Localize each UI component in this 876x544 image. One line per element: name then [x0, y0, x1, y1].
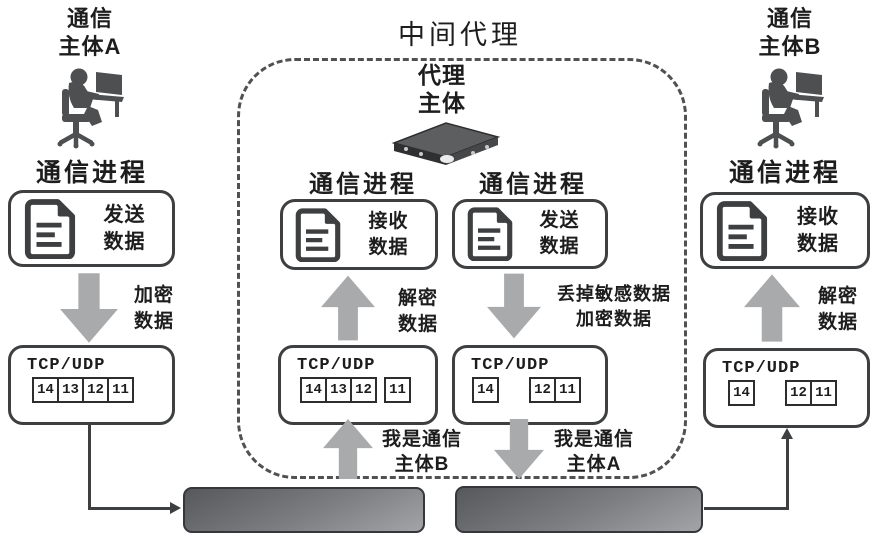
- left-action-label: 发送 数据: [77, 202, 172, 256]
- proxy-recv-tcp-label: TCP/UDP: [297, 356, 376, 375]
- proxy-subject-line2: 主体: [418, 90, 466, 116]
- proxy-subject-line1: 代理: [418, 62, 466, 88]
- packet: 14: [472, 377, 499, 403]
- document-icon: [467, 207, 513, 261]
- right-tcp-label: TCP/UDP: [722, 359, 801, 378]
- packet: 12: [82, 377, 109, 403]
- document-icon: [716, 200, 768, 261]
- right-connector-vertical: [786, 436, 789, 510]
- right-arrow-line1: 解密: [817, 286, 858, 307]
- channel-bar-right: [455, 486, 703, 533]
- left-packet-queue: 14 13 12 11: [32, 377, 172, 403]
- right-arrow-line2: 数据: [817, 312, 858, 333]
- proxy-recv-action-line1: 接收: [368, 210, 409, 232]
- packet: 11: [384, 377, 411, 403]
- proxy-send-tcp-box: TCP/UDP 14 12 11: [452, 345, 608, 425]
- packet: 11: [810, 380, 837, 406]
- proxy-dashed-boundary: [237, 58, 687, 479]
- left-action-line2: 数据: [103, 230, 146, 253]
- filter-encrypt-down-arrow: [487, 273, 541, 339]
- packet: 12: [350, 377, 377, 403]
- network-device-icon: [391, 122, 501, 165]
- packet: 14: [728, 380, 755, 406]
- packet: 13: [325, 377, 352, 403]
- left-process-title: 通信进程: [35, 159, 148, 187]
- packet: 14: [300, 377, 327, 403]
- left-connector-horizontal: [88, 507, 171, 510]
- channel-bar-left: [183, 487, 425, 533]
- right-action-line2: 数据: [797, 232, 839, 255]
- packet: 13: [57, 377, 84, 403]
- subject-a-line1: 通信: [66, 6, 113, 31]
- proxy-recv-process-box: 接收 数据: [280, 199, 438, 270]
- proxy-recv-packet-queue: 14 13 12 11: [300, 377, 435, 403]
- left-tcp-box: TCP/UDP 14 13 12 11: [8, 345, 175, 425]
- channel-msg-b-line1: 我是通信: [381, 429, 462, 450]
- channel-up-arrow: [323, 419, 373, 479]
- subject-b-line1: 通信: [766, 6, 813, 31]
- proxy-outer-title: 中间代理: [398, 20, 522, 50]
- left-connector-arrowhead-icon: [170, 502, 181, 514]
- person-at-computer-icon: [57, 68, 124, 149]
- right-arrow-label: 解密 数据: [802, 284, 874, 336]
- encrypt-down-arrow: [60, 273, 118, 343]
- left-tcp-label: TCP/UDP: [27, 356, 106, 375]
- document-icon: [295, 207, 341, 262]
- proxy-send-arrow-line2: 加密数据: [576, 309, 652, 329]
- proxy-recv-action-label: 接收 数据: [342, 209, 435, 261]
- proxy-recv-arrow-line1: 解密: [397, 288, 438, 309]
- proxy-send-tcp-label: TCP/UDP: [471, 356, 550, 375]
- proxy-recv-action-line2: 数据: [368, 236, 409, 258]
- packet: 11: [107, 377, 134, 403]
- channel-msg-a: 我是通信 主体A: [546, 427, 642, 477]
- left-process-box: 发送 数据: [8, 190, 175, 267]
- left-arrow-line2: 数据: [133, 311, 174, 332]
- left-connector-vertical: [88, 425, 91, 510]
- channel-msg-b-line2: 主体B: [394, 454, 450, 475]
- packet: 12: [785, 380, 812, 406]
- right-packet-queue: 14 12 11: [728, 380, 867, 406]
- subject-a-line2: 主体A: [58, 34, 122, 59]
- proxy-send-process-title: 通信进程: [479, 171, 587, 198]
- right-process-title: 通信进程: [728, 159, 841, 187]
- packet: 12: [529, 377, 556, 403]
- person-at-computer-icon: [757, 68, 824, 149]
- subject-b-title: 通信 主体B: [730, 5, 850, 61]
- decrypt-up-arrow: [744, 274, 800, 342]
- channel-msg-b: 我是通信 主体B: [374, 427, 470, 477]
- proxy-recv-process-title: 通信进程: [309, 171, 417, 198]
- channel-msg-a-line1: 我是通信: [553, 429, 634, 450]
- decrypt-up-arrow: [321, 275, 375, 341]
- document-icon: [24, 198, 76, 259]
- subject-b-line2: 主体B: [758, 34, 822, 59]
- right-connector-horizontal: [704, 507, 788, 510]
- left-action-line1: 发送: [103, 203, 146, 226]
- proxy-send-arrow-line1: 丢掉敏感数据: [557, 284, 671, 304]
- channel-msg-a-line2: 主体A: [566, 454, 622, 475]
- proxy-recv-arrow-label: 解密 数据: [382, 286, 454, 338]
- packet: 11: [554, 377, 581, 403]
- channel-down-arrow: [494, 419, 544, 479]
- proxy-subject-title: 代理 主体: [392, 61, 492, 117]
- proxy-send-arrow-label: 丢掉敏感数据 加密数据: [544, 282, 684, 332]
- subject-a-title: 通信 主体A: [30, 5, 150, 61]
- right-action-label: 接收 数据: [769, 204, 867, 258]
- right-process-box: 接收 数据: [700, 192, 870, 269]
- left-arrow-label: 加密 数据: [118, 283, 190, 335]
- right-action-line1: 接收: [797, 205, 839, 228]
- right-connector-arrowhead-icon: [781, 428, 793, 439]
- proxy-send-process-box: 发送 数据: [452, 199, 608, 269]
- proxy-recv-tcp-box: TCP/UDP 14 13 12 11: [278, 345, 438, 425]
- packet: 14: [32, 377, 59, 403]
- right-tcp-box: TCP/UDP 14 12 11: [703, 348, 870, 428]
- left-arrow-line1: 加密: [133, 285, 174, 306]
- proxy-send-action-line1: 发送: [539, 210, 580, 231]
- proxy-send-action-label: 发送 数据: [514, 208, 605, 260]
- proxy-send-packet-queue: 14 12 11: [472, 377, 605, 403]
- proxy-send-action-line2: 数据: [539, 236, 580, 257]
- proxy-recv-arrow-line2: 数据: [397, 314, 438, 335]
